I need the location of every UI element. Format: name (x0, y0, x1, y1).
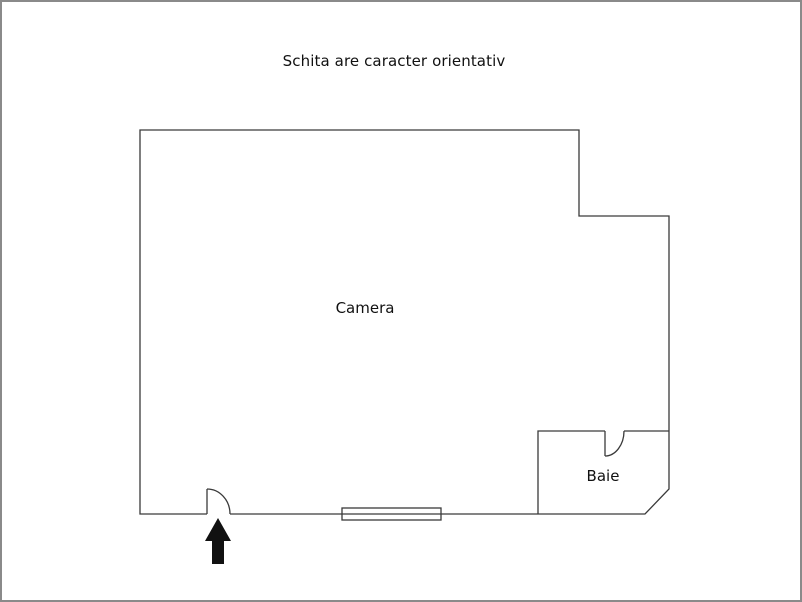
outer-walls (139, 129, 670, 515)
window-icon (341, 507, 442, 521)
room-label-camera: Camera (335, 299, 395, 317)
up-arrow-icon (205, 518, 231, 564)
entrance-door-icon (206, 488, 231, 515)
bathroom-door-icon (604, 430, 625, 457)
bathroom-walls (537, 430, 669, 514)
page-title: Schita are caracter orientativ (282, 52, 506, 70)
room-label-baie: Baie (586, 467, 620, 485)
